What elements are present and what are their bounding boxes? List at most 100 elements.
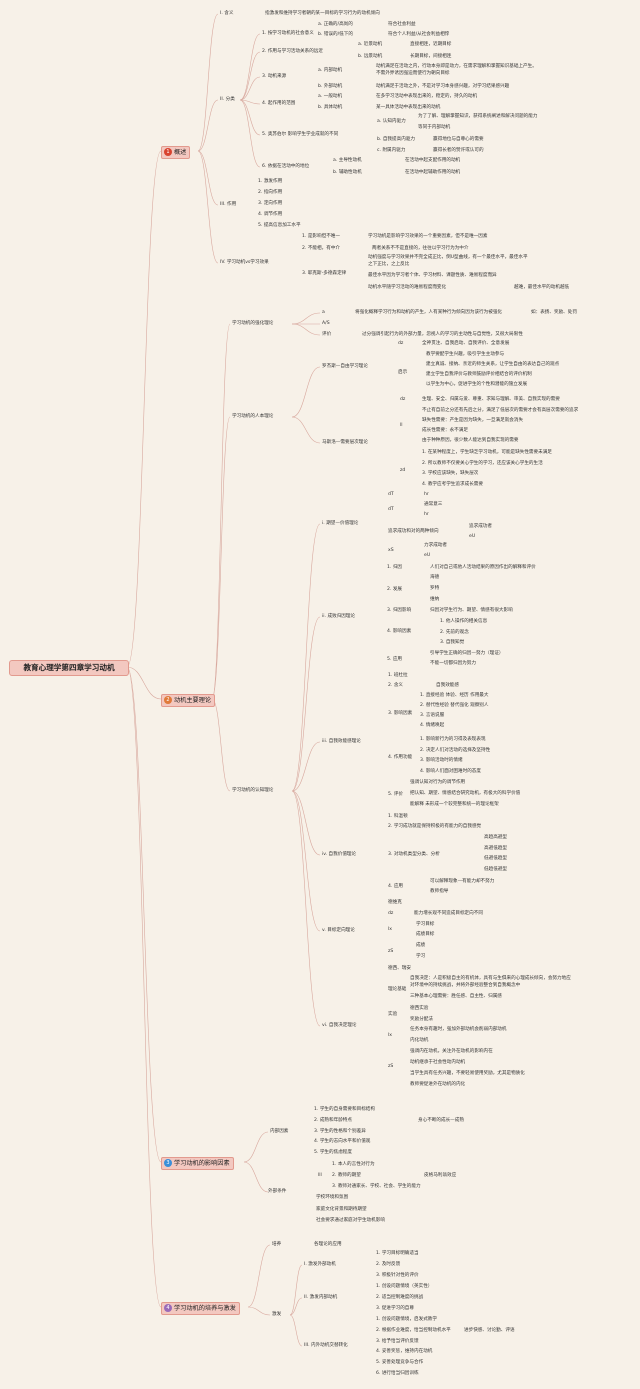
node-s2-c6-e-items-1[interactable]: 动机继承于社会性动内动机 xyxy=(410,1060,466,1065)
node-s2-c3-2[interactable]: 2. 含义 xyxy=(388,683,404,688)
node-s4-b2[interactable]: II. 激发内部动机 xyxy=(304,1295,338,1300)
node-s2-a[interactable]: 学习动机的强化理论 xyxy=(232,321,274,326)
node-s2-a-c[interactable]: 评价 xyxy=(322,332,332,337)
node-s1-c5c[interactable]: c. 附属内驱力 xyxy=(377,148,406,153)
node-s2-c2-2-items-1[interactable]: 罗特 xyxy=(430,586,440,591)
node-s4-b2-items-2[interactable]: 3. 促进学习的自尊 xyxy=(376,1306,415,1311)
node-s3-b-k[interactable]: lll xyxy=(318,1173,322,1178)
node-s2-a-a-d2[interactable]: 如：表扬、奖励、处罚 xyxy=(531,310,577,315)
node-s2-c2-2-items-0[interactable]: 海德 xyxy=(430,575,440,580)
node-s2-c5[interactable]: v. 目标定向理论 xyxy=(322,928,355,933)
node-s1-c5[interactable]: 5. 奥苏伯尔 影响学生学业成就的不同 xyxy=(262,132,339,137)
node-s2-c3[interactable]: iii. 自我效能感理论 xyxy=(322,739,361,744)
node-s2-c2-4[interactable]: 4. 影响因素 xyxy=(387,629,412,634)
node-s4-b3-items-4[interactable]: 5. 妥善处理竞争与合作 xyxy=(376,1360,424,1366)
node-s2-b1-p-items-3[interactable]: 以学生为中心，促进学生的个性和潜能的施立发展 xyxy=(426,382,528,387)
node-s1-c2a-d[interactable]: 直接相连，近期目标 xyxy=(410,42,452,47)
node-s1-iv1-d[interactable]: 学习动机是影响学习效果的一个重要因素，但不是唯一因素 xyxy=(368,234,488,239)
node-s2-c2-2-items-2[interactable]: 维纳 xyxy=(430,597,440,602)
node-s1-c6b-d[interactable]: 在活动中起辅助作用的动机 xyxy=(405,170,461,175)
node-s2-b2-zd[interactable]: zd xyxy=(400,468,406,473)
node-s2-c4-3[interactable]: 3. 对动机类型分类、分析 xyxy=(388,852,440,857)
node-s3-a-items-2[interactable]: 3. 学生的性格和个别差异 xyxy=(314,1128,366,1134)
node-s2-c2-5-d1[interactable]: 引导学生正确的归因—努力（理证） xyxy=(430,651,504,656)
node-s2-c[interactable]: 学习动机的认知理论 xyxy=(232,788,274,793)
node-s2-c4-3-items-3[interactable]: 低趋低避型 xyxy=(484,866,507,872)
node-s2-c3-2-d[interactable]: 自我效能感 xyxy=(436,683,459,688)
node-s2-c6-b-d1[interactable]: 自我决定：人是积极自主的有机体，具有与生俱来的心理成长倾向，会努力地应 xyxy=(410,976,571,981)
node-s1-iii-items-0[interactable]: 1. 激发作用 xyxy=(258,179,283,184)
node-s2-c5-d-items-1[interactable]: 学习 xyxy=(416,954,426,959)
node-s4-b3-items-1[interactable]: 2. 根据作业难度，恰当控制动机水平 xyxy=(376,1327,451,1333)
node-s2-c6-a[interactable]: 德西、瑞安 xyxy=(388,966,411,971)
node-s2-c3-3[interactable]: 3. 影响因素 xyxy=(388,711,413,716)
node-s2-c3-3-items-3[interactable]: 4. 情绪唤起 xyxy=(420,723,445,728)
node-s2-c5-a[interactable]: 德维克 xyxy=(388,900,402,905)
node-s2-b1-p[interactable]: 启示 xyxy=(398,370,408,375)
node-s2-c1-dt2[interactable]: dT xyxy=(388,507,394,512)
node-s3-b-items-0[interactable]: 学校环境和氛围 xyxy=(316,1195,349,1200)
node-s1-iv[interactable]: IV. 学习动机vs学习效果 xyxy=(220,260,269,265)
node-s2-c2-3-d[interactable]: 归因对学生行为、期望、情感有很大影响 xyxy=(430,608,513,613)
node-s1-c5a[interactable]: a. 认知内驱力 xyxy=(377,119,406,124)
node-s1-iii-items-2[interactable]: 3. 定向作用 xyxy=(258,201,283,206)
node-s3-b[interactable]: 外部条件 xyxy=(268,1189,287,1194)
node-s2-c3-5[interactable]: 5. 评价 xyxy=(388,792,404,797)
node-s1-c4b-d[interactable]: 某一具体活动中表现出来的动机 xyxy=(376,105,441,110)
node-s3-b-k-items-2[interactable]: 3. 教师对通家长、学校、社会、学生的能力 xyxy=(332,1184,421,1189)
node-s2-b1-p-items-0[interactable]: 教学要配学生兴趣，吸引学生主动参与 xyxy=(426,352,505,357)
node-s1-c2[interactable]: 2. 作用与学习活动关系的远近 xyxy=(262,49,323,54)
node-s2-c3-3-items-1[interactable]: 2. 替代性经验 替代强化 观察别人 xyxy=(420,703,489,708)
node-s1-c4a[interactable]: a. 一般动机 xyxy=(318,94,343,99)
node-s4-b1-items-0[interactable]: 1. 学习目标明确适当 xyxy=(376,1251,419,1256)
node-s2-c4-4[interactable]: 4. 应用 xyxy=(388,884,404,889)
node-s3-b-k-items-1[interactable]: 2. 教师的期望 xyxy=(332,1173,361,1178)
node-s1-c1b[interactable]: b. 错误的/低下的 xyxy=(318,32,353,37)
node-s2-c2-4-items-1[interactable]: 2. 先前的观念 xyxy=(440,629,469,635)
root-topic[interactable]: 教育心理学第四章学习动机 xyxy=(9,660,129,676)
node-s4-b3-items-3[interactable]: 4. 妥善奖惩，维持内在动机 xyxy=(376,1349,433,1355)
node-s3-b-k-sub[interactable]: 皮格马利翁效应 xyxy=(424,1173,457,1178)
node-s1-c6a[interactable]: a. 主导性动机 xyxy=(333,158,362,163)
node-s2-c2[interactable]: ii. 成败归因理论 xyxy=(322,614,356,619)
node-s1-ii[interactable]: II. 分类 xyxy=(220,97,235,102)
node-s3-a-items-4[interactable]: 5. 学生的焦虑程度 xyxy=(314,1150,353,1156)
node-s4-b2-items-0[interactable]: 1. 创设问题情境（英实性） xyxy=(376,1284,433,1289)
node-s2-b2-ll-items-2[interactable]: 成长性需要：永不满足 xyxy=(422,428,468,433)
node-s4-b[interactable]: 激发 xyxy=(272,1312,282,1317)
node-s2-c6-e-items-0[interactable]: 强调内在动机，关注外在动机的影响内在 xyxy=(410,1049,493,1054)
node-s2-b2-ll[interactable]: ll xyxy=(400,423,403,428)
node-s1-iii-items-4[interactable]: 5. 提高信息加工水平 xyxy=(258,223,301,228)
node-s2-b2-ll-items-3[interactable]: 由于种种原因，很少数人能达到自我实现的需要 xyxy=(422,438,519,443)
node-s1-iii-items-1[interactable]: 2. 指向作用 xyxy=(258,190,283,195)
node-s1-iii[interactable]: III. 作用 xyxy=(220,202,237,207)
node-s2-c1-xs[interactable]: xS xyxy=(388,548,394,553)
node-s1-c2b[interactable]: b. 远景动机 xyxy=(358,54,383,59)
node-s2-c4-4-items-0[interactable]: 可以解释现象—有能力却不努力 xyxy=(430,879,495,884)
node-s2-b2-zd-items-3[interactable]: 4. 教学应考学生追求成长需要 xyxy=(422,481,483,487)
node-s2-c6-d-items-1[interactable]: 内化动机 xyxy=(410,1038,429,1043)
node-s2-c4-4-items-1[interactable]: 教师指导 xyxy=(430,889,449,894)
node-s2-c1-r[interactable]: 追求成功和对的两种倾向 xyxy=(388,529,439,534)
node-s2-c6-d-items-0[interactable]: 任务本身有趣时，强加外部动机会削弱内部动机 xyxy=(410,1027,507,1032)
node-s3-a-items-3[interactable]: 4. 学生的志向水平和价值观 xyxy=(314,1139,371,1145)
node-s1-i[interactable]: I. 含义 xyxy=(220,11,234,16)
node-s2-c1[interactable]: i. 期望—价值理论 xyxy=(322,521,359,526)
node-s2-c2-2[interactable]: 2. 发展 xyxy=(387,587,403,592)
node-s2-c5-b-d[interactable]: 能力增长观不同造成目标定向不同 xyxy=(414,911,483,916)
node-s4-a-d[interactable]: 各理论的应用 xyxy=(314,1242,342,1247)
node-s2-c4-3-items-2[interactable]: 低避低趋型 xyxy=(484,856,507,861)
node-s2-c4[interactable]: iv. 自我价值理论 xyxy=(322,852,357,857)
node-s2-c2-1[interactable]: 1. 归因 xyxy=(387,565,403,570)
node-s2-c6-b[interactable]: 理论基础 xyxy=(388,987,407,992)
node-s2-c3-5-d1[interactable]: 强调认知对行为的调节作用 xyxy=(410,780,466,785)
node-s1-c1[interactable]: 1. 按学习动机的社会意义 xyxy=(262,31,314,36)
node-s2-c3-3-items-0[interactable]: 1. 直接经验 体验、经历 作用最大 xyxy=(420,693,489,698)
node-s4-b3-items-2[interactable]: 3. 给予恰当评价反馈 xyxy=(376,1338,419,1344)
node-s2-c2-4-items-2[interactable]: 3. 自我知觉 xyxy=(440,640,465,645)
node-s1-iv2[interactable]: 2. 不能相，有中介 xyxy=(302,246,341,251)
node-s4-b3[interactable]: III. 内外动机交替转化 xyxy=(304,1343,348,1348)
node-s2-b2-dz-d[interactable]: 生理、安全、归属与爱、尊重、求知与理解、审美、自我实现的需要 xyxy=(422,397,560,402)
